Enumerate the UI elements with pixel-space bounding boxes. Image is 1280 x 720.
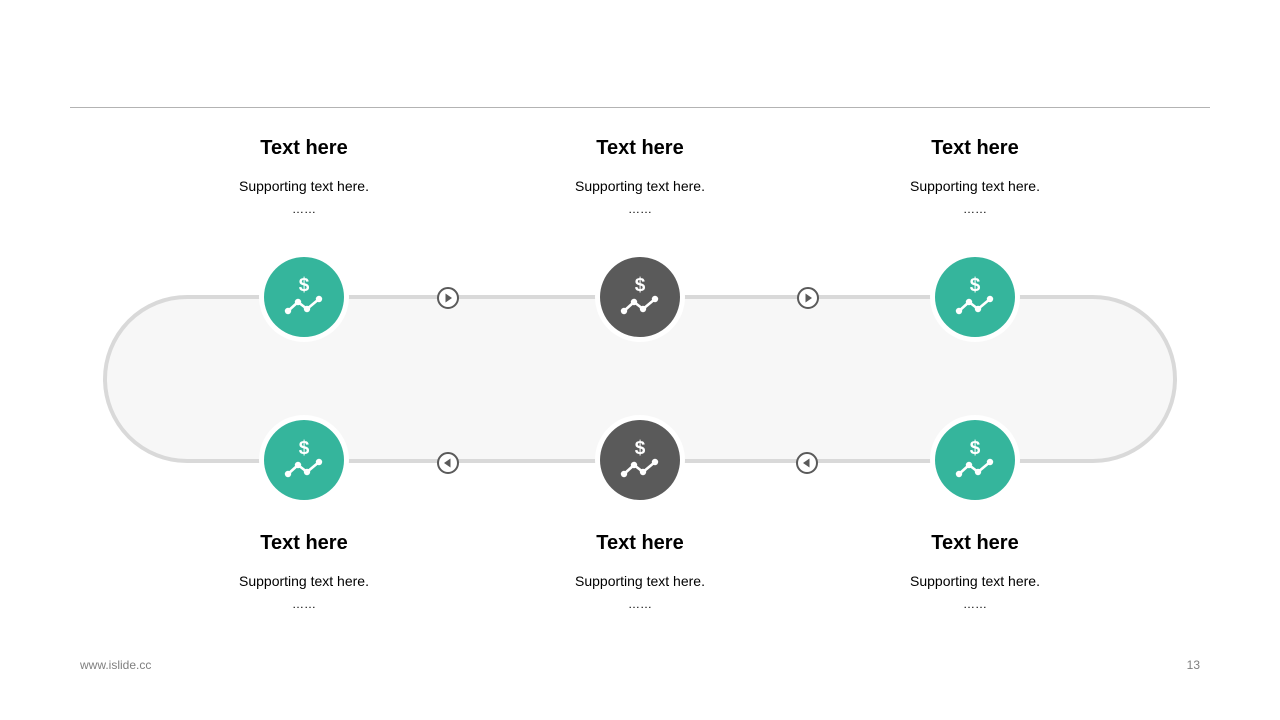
step-subtitle: Supporting text here. [910,178,1040,194]
svg-text:$: $ [970,275,981,296]
step-node-2: $ [600,257,680,337]
step-subtitle: Supporting text here. [910,573,1040,589]
step-subtitle: Supporting text here. [239,178,369,194]
step-node-6: $ [935,420,1015,500]
svg-text:$: $ [299,275,310,296]
svg-text:$: $ [299,438,310,459]
step-node-5: $ [600,420,680,500]
svg-text:$: $ [970,438,981,459]
step-title: Text here [931,532,1019,554]
step-node-3: $ [935,257,1015,337]
step-label-top-1: Text here Supporting text here. …… [184,135,424,217]
step-node-4: $ [264,420,344,500]
step-label-top-3: Text here Supporting text here. …… [855,135,1095,217]
track-loop [103,295,1177,463]
step-ellipsis: …… [292,597,316,611]
footer-website[interactable]: www.islide.cc [80,658,152,672]
dollar-trend-icon: $ [955,275,994,315]
next-arrow-button-1[interactable] [437,287,459,309]
step-subtitle: Supporting text here. [239,573,369,589]
step-title: Text here [260,137,348,159]
prev-arrow-button-1[interactable] [437,452,459,474]
play-right-icon [805,293,812,303]
play-left-icon [444,458,451,468]
svg-text:$: $ [635,438,646,459]
next-arrow-button-2[interactable] [797,287,819,309]
step-subtitle: Supporting text here. [575,573,705,589]
step-label-top-2: Text here Supporting text here. …… [520,135,760,217]
step-label-bottom-3: Text here Supporting text here. …… [855,530,1095,612]
step-ellipsis: …… [292,202,316,216]
dollar-trend-icon: $ [284,275,323,315]
dollar-trend-icon: $ [284,438,323,478]
step-title: Text here [931,137,1019,159]
step-ellipsis: …… [963,597,987,611]
play-left-icon [803,458,810,468]
step-ellipsis: …… [963,202,987,216]
play-right-icon [445,293,452,303]
page-number: 13 [1186,658,1200,672]
step-subtitle: Supporting text here. [575,178,705,194]
step-title: Text here [596,137,684,159]
dollar-trend-icon: $ [620,438,659,478]
svg-text:$: $ [635,275,646,296]
step-label-bottom-2: Text here Supporting text here. …… [520,530,760,612]
prev-arrow-button-2[interactable] [796,452,818,474]
step-node-1: $ [264,257,344,337]
step-ellipsis: …… [628,202,652,216]
top-divider [70,107,1210,108]
step-ellipsis: …… [628,597,652,611]
step-label-bottom-1: Text here Supporting text here. …… [184,530,424,612]
step-title: Text here [260,532,348,554]
step-title: Text here [596,532,684,554]
dollar-trend-icon: $ [620,275,659,315]
dollar-trend-icon: $ [955,438,994,478]
